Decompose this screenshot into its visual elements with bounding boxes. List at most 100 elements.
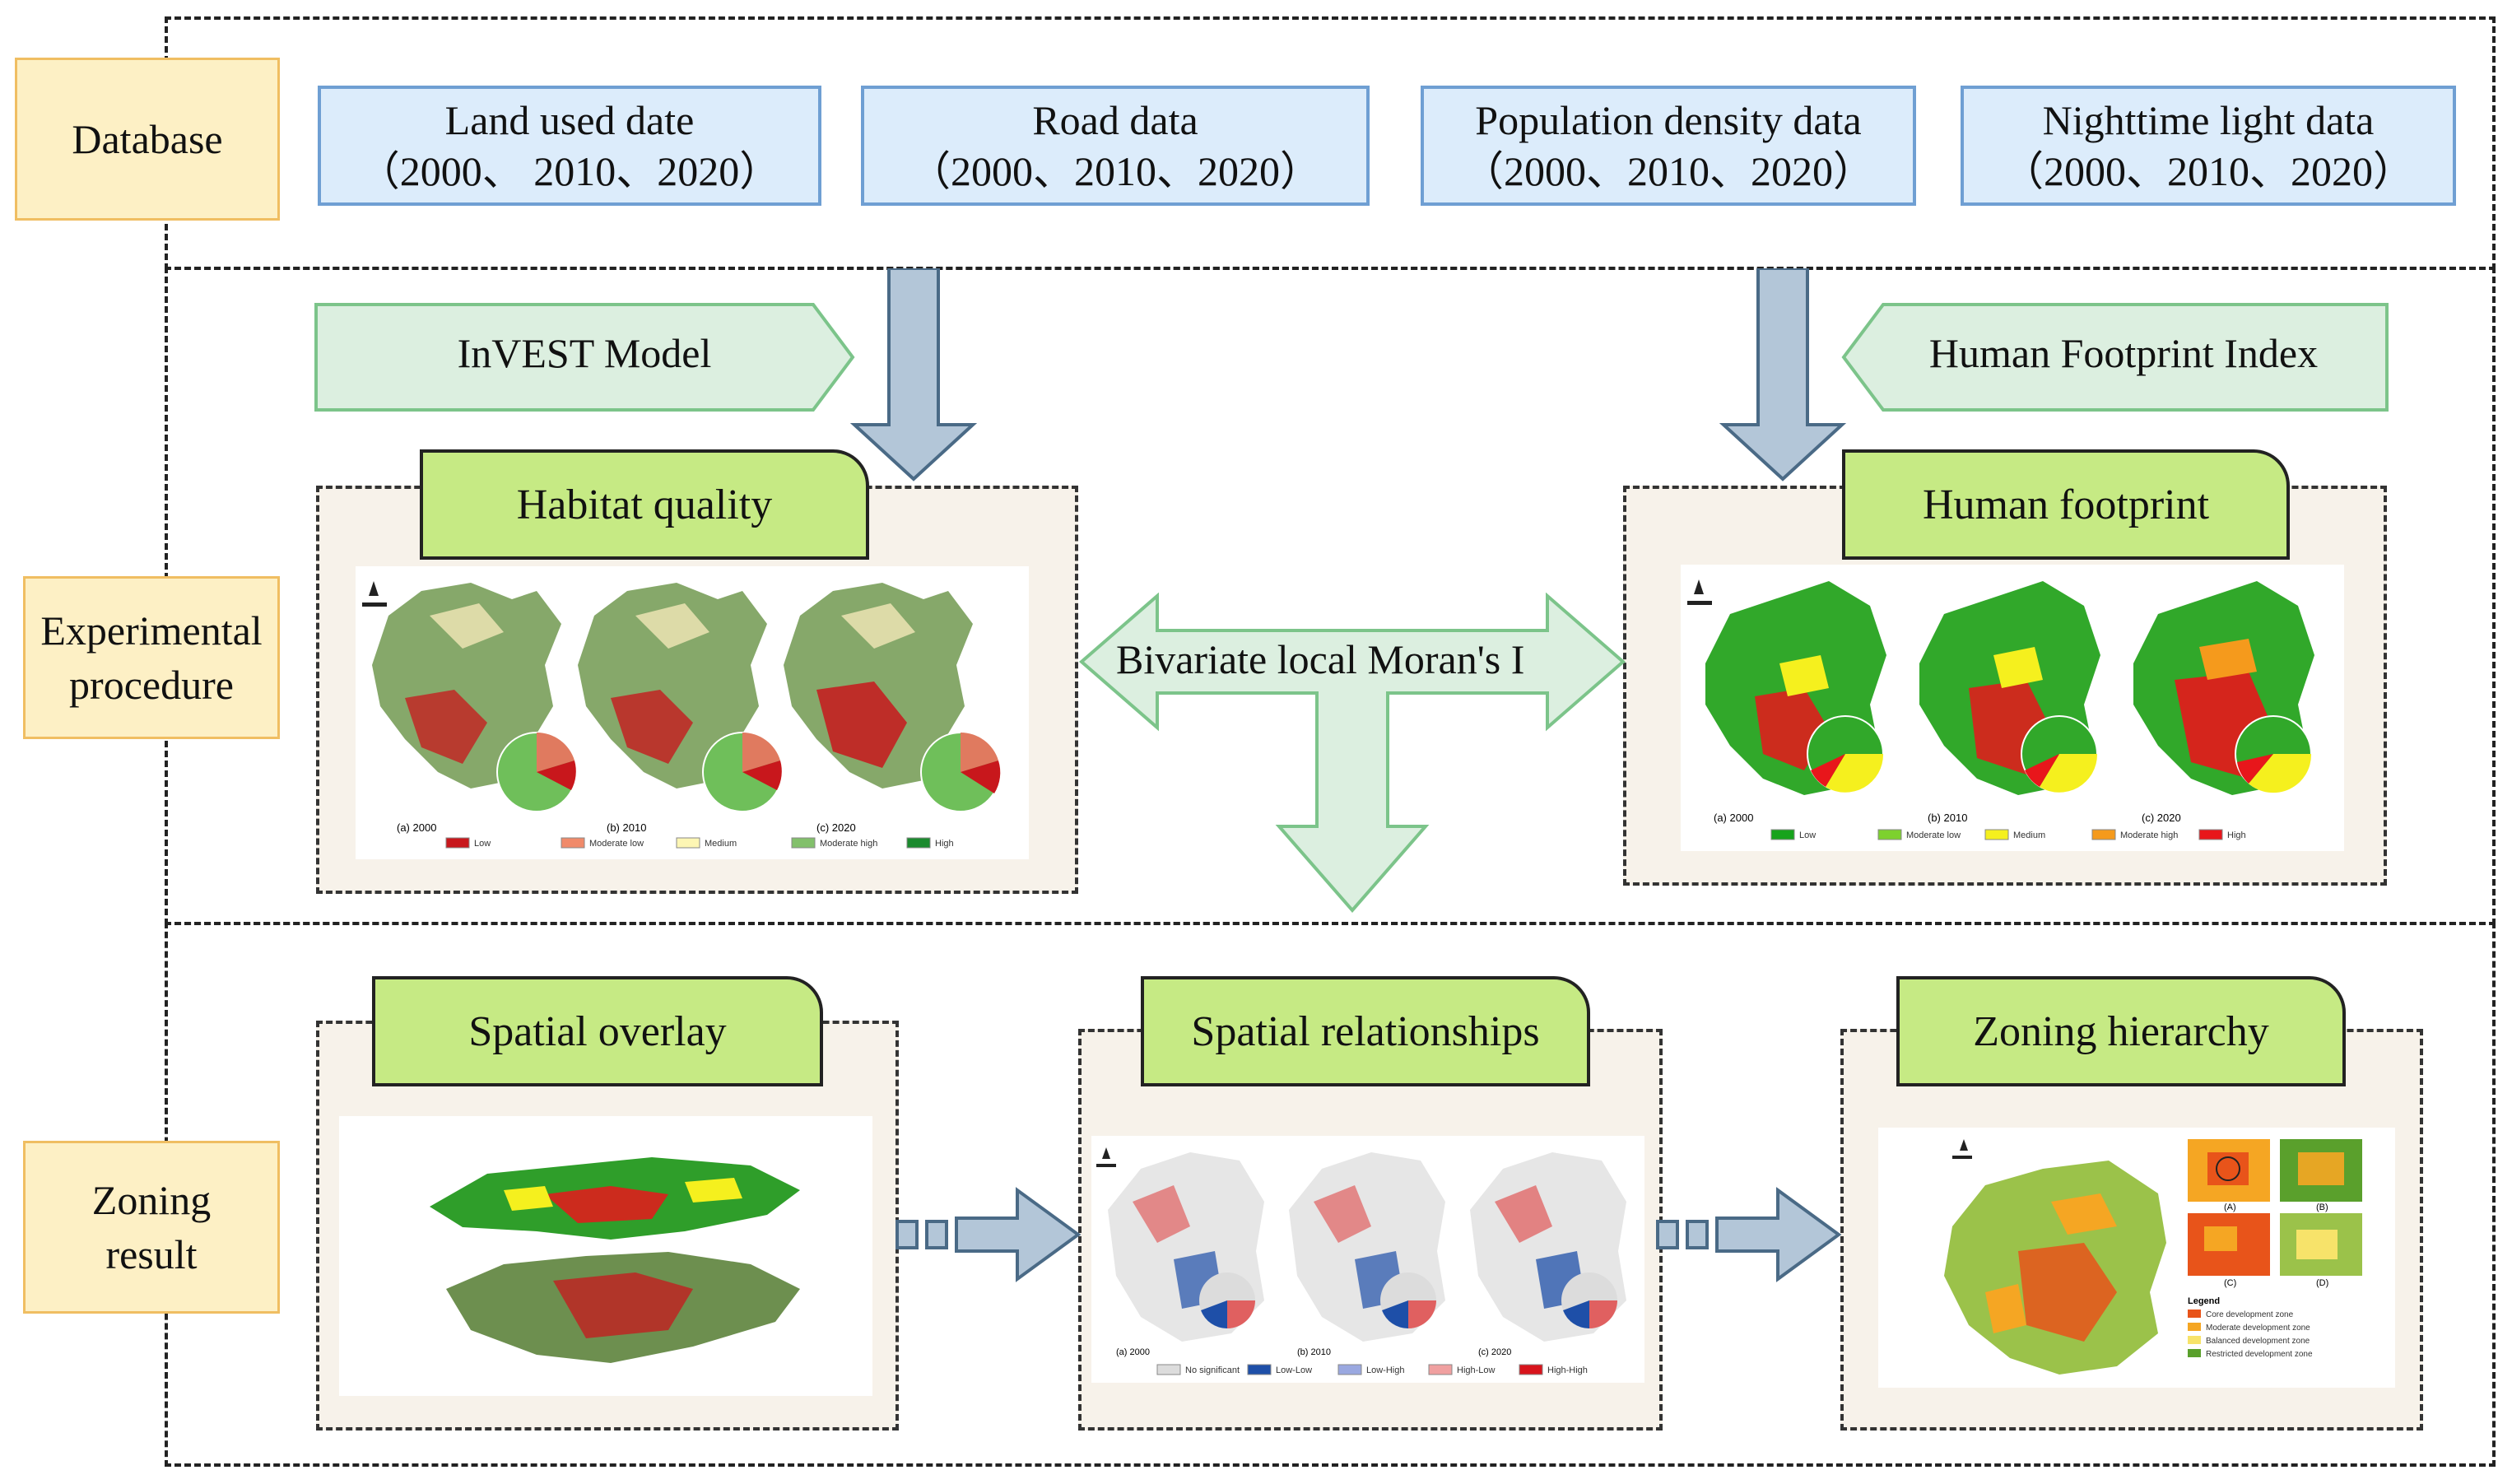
relationship_map-legend-label: High-High [1547,1365,1588,1375]
hierarchy-tab-label: Zoning hierarchy [1973,1007,2269,1055]
habitat-map-svg: (a) 2000 (b) 2010 (c) 2020 Low Moderate l… [362,581,1001,849]
habitat-year-a: (a) 2000 [397,821,436,834]
habitat-pie-a [496,732,577,812]
habitat-tab: Habitat quality [420,449,869,560]
human_map-legend-label: Medium [2013,830,2045,840]
human-pie-a [1807,715,1884,793]
data-box-road-years: （2000、2010、2020） [909,148,1321,194]
data-box-land-use-title: Land used date [444,97,695,143]
overlay-layer-bottom [446,1252,800,1363]
habitat_map-legend-label: Moderate low [589,839,644,849]
data-box-population-years: （2000、2010、2020） [1463,148,1874,194]
hierarchy-legend-title: Legend [2188,1296,2220,1306]
relationship_map-legend-swatch [1156,1364,1181,1375]
human_map-legend-swatch [2091,829,2116,840]
relationship_map-legend-label: No significant [1185,1365,1240,1375]
human_map-legend-swatch [2198,829,2223,840]
relationships-pie-c [1561,1272,1617,1329]
invest-model-label: InVEST Model [457,330,712,376]
human_map-legend-label: Moderate high [2120,830,2178,840]
row-label-experimental: Experimental procedure [23,576,280,739]
habitat-year-c: (c) 2020 [816,821,856,834]
habitat-map-region-a [372,583,561,789]
hierarchy-inset-a [2188,1139,2270,1202]
habitat-year-b: (b) 2010 [607,821,646,834]
row-label-experimental-line1: Experimental [40,607,263,654]
habitat_map-legend-label: Moderate high [820,839,877,849]
data-box-nightlight-title: Nighttime light data [2042,97,2375,143]
habitat-map-region-b [578,583,767,789]
row-label-zoning-line1: Zoning [91,1177,212,1223]
habitat-map: (a) 2000 (b) 2010 (c) 2020 Low Moderate l… [356,566,1029,859]
habitat_map-legend-label: Low [474,839,491,849]
human-pie-c [2235,715,2312,793]
hierarchy-inset-label-c: (C) [2224,1278,2236,1288]
row-label-zoning-line2: result [105,1231,198,1277]
north-arrow-icon [1096,1147,1116,1167]
relationships-tab: Spatial relationships [1141,976,1590,1086]
hierarchy_map-legend-label: Balanced development zone [2206,1337,2310,1346]
human-year-c: (c) 2020 [2142,812,2181,824]
hierarchy_map-legend-swatch [2188,1336,2201,1344]
relationship_map-legend-swatch [1519,1364,1543,1375]
data-box-nightlight: Nighttime light data （2000、2010、2020） [1961,86,2456,206]
relationships-pie-a [1199,1272,1255,1329]
hierarchy_map-legend-swatch [2188,1310,2201,1318]
relationships-pie-b [1380,1272,1436,1329]
overlay-map [339,1116,872,1396]
habitat-map-region-c [784,583,973,789]
hierarchy-inset-label-b: (B) [2316,1203,2328,1212]
hierarchy-inset-d [2280,1213,2362,1276]
habitat-pie-c [920,732,1001,812]
relationships-map: (a) 2000 (b) 2010 (c) 2020 No significan… [1091,1136,1644,1383]
data-box-road: Road data （2000、2010、2020） [861,86,1370,206]
human_map-legend-label: Low [1799,830,1816,840]
hierarchy_map-legend-label: Restricted development zone [2206,1350,2313,1359]
hierarchy-inset-label-d: (D) [2316,1278,2328,1288]
bivariate-arrow [1078,593,1626,914]
human-tab-label: Human footprint [1922,481,2210,528]
human-tab: Human footprint [1842,449,2290,560]
overlay-tab-label: Spatial overlay [468,1007,727,1055]
row-label-database: Database [15,58,280,221]
data-box-road-title: Road data [1032,97,1198,143]
human_map-legend-swatch [1770,829,1795,840]
hfi-arrow [1841,303,2389,412]
human_map-legend-label: High [2227,830,2246,840]
habitat_map-legend-swatch [445,837,470,849]
row-label-experimental-line2: procedure [69,662,234,708]
north-arrow-icon [362,581,387,607]
hierarchy-map: (A) (B) (C) (D) Legend Core development … [1878,1128,2395,1388]
north-arrow-icon [1952,1139,1972,1159]
relationships-year-b: (b) 2010 [1297,1347,1331,1357]
habitat-tab-label: Habitat quality [516,481,773,528]
relationship_map-legend-swatch [1247,1364,1272,1375]
habitat_map-legend-label: Medium [705,839,737,849]
human-year-a: (a) 2000 [1714,812,1753,824]
relationship_map-legend-label: Low-High [1366,1365,1404,1375]
human-year-b: (b) 2010 [1928,812,1967,824]
relationships-year-c: (c) 2020 [1478,1347,1511,1357]
hfi-label: Human Footprint Index [1928,330,2319,376]
data-box-population-title: Population density data [1475,97,1862,143]
relationship_map-legend-swatch [1337,1364,1362,1375]
hierarchy-inset-label-a: (A) [2224,1203,2236,1212]
human-pie-b [2021,715,2098,793]
down-arrow-to-human [1719,268,1847,481]
relationships-year-a: (a) 2000 [1116,1347,1150,1357]
human_map-legend-swatch [1984,829,2009,840]
hierarchy_map-legend-swatch [2188,1349,2201,1357]
habitat_map-legend-swatch [906,837,931,849]
habitat-pie-b [702,732,783,812]
relationships-tab-label: Spatial relationships [1191,1007,1540,1055]
hierarchy-map-svg: (A) (B) (C) (D) Legend Core development … [1944,1139,2362,1375]
relationship_map-legend-label: High-Low [1457,1365,1496,1375]
hierarchy_map-legend-label: Core development zone [2206,1310,2294,1319]
north-arrow-icon [1687,579,1712,605]
relationship_map-legend-label: Low-Low [1276,1365,1312,1375]
hierarchy-inset-c [2188,1213,2270,1276]
overlay-layer-top [430,1157,800,1240]
row-label-zoning: Zoning result [23,1141,280,1314]
